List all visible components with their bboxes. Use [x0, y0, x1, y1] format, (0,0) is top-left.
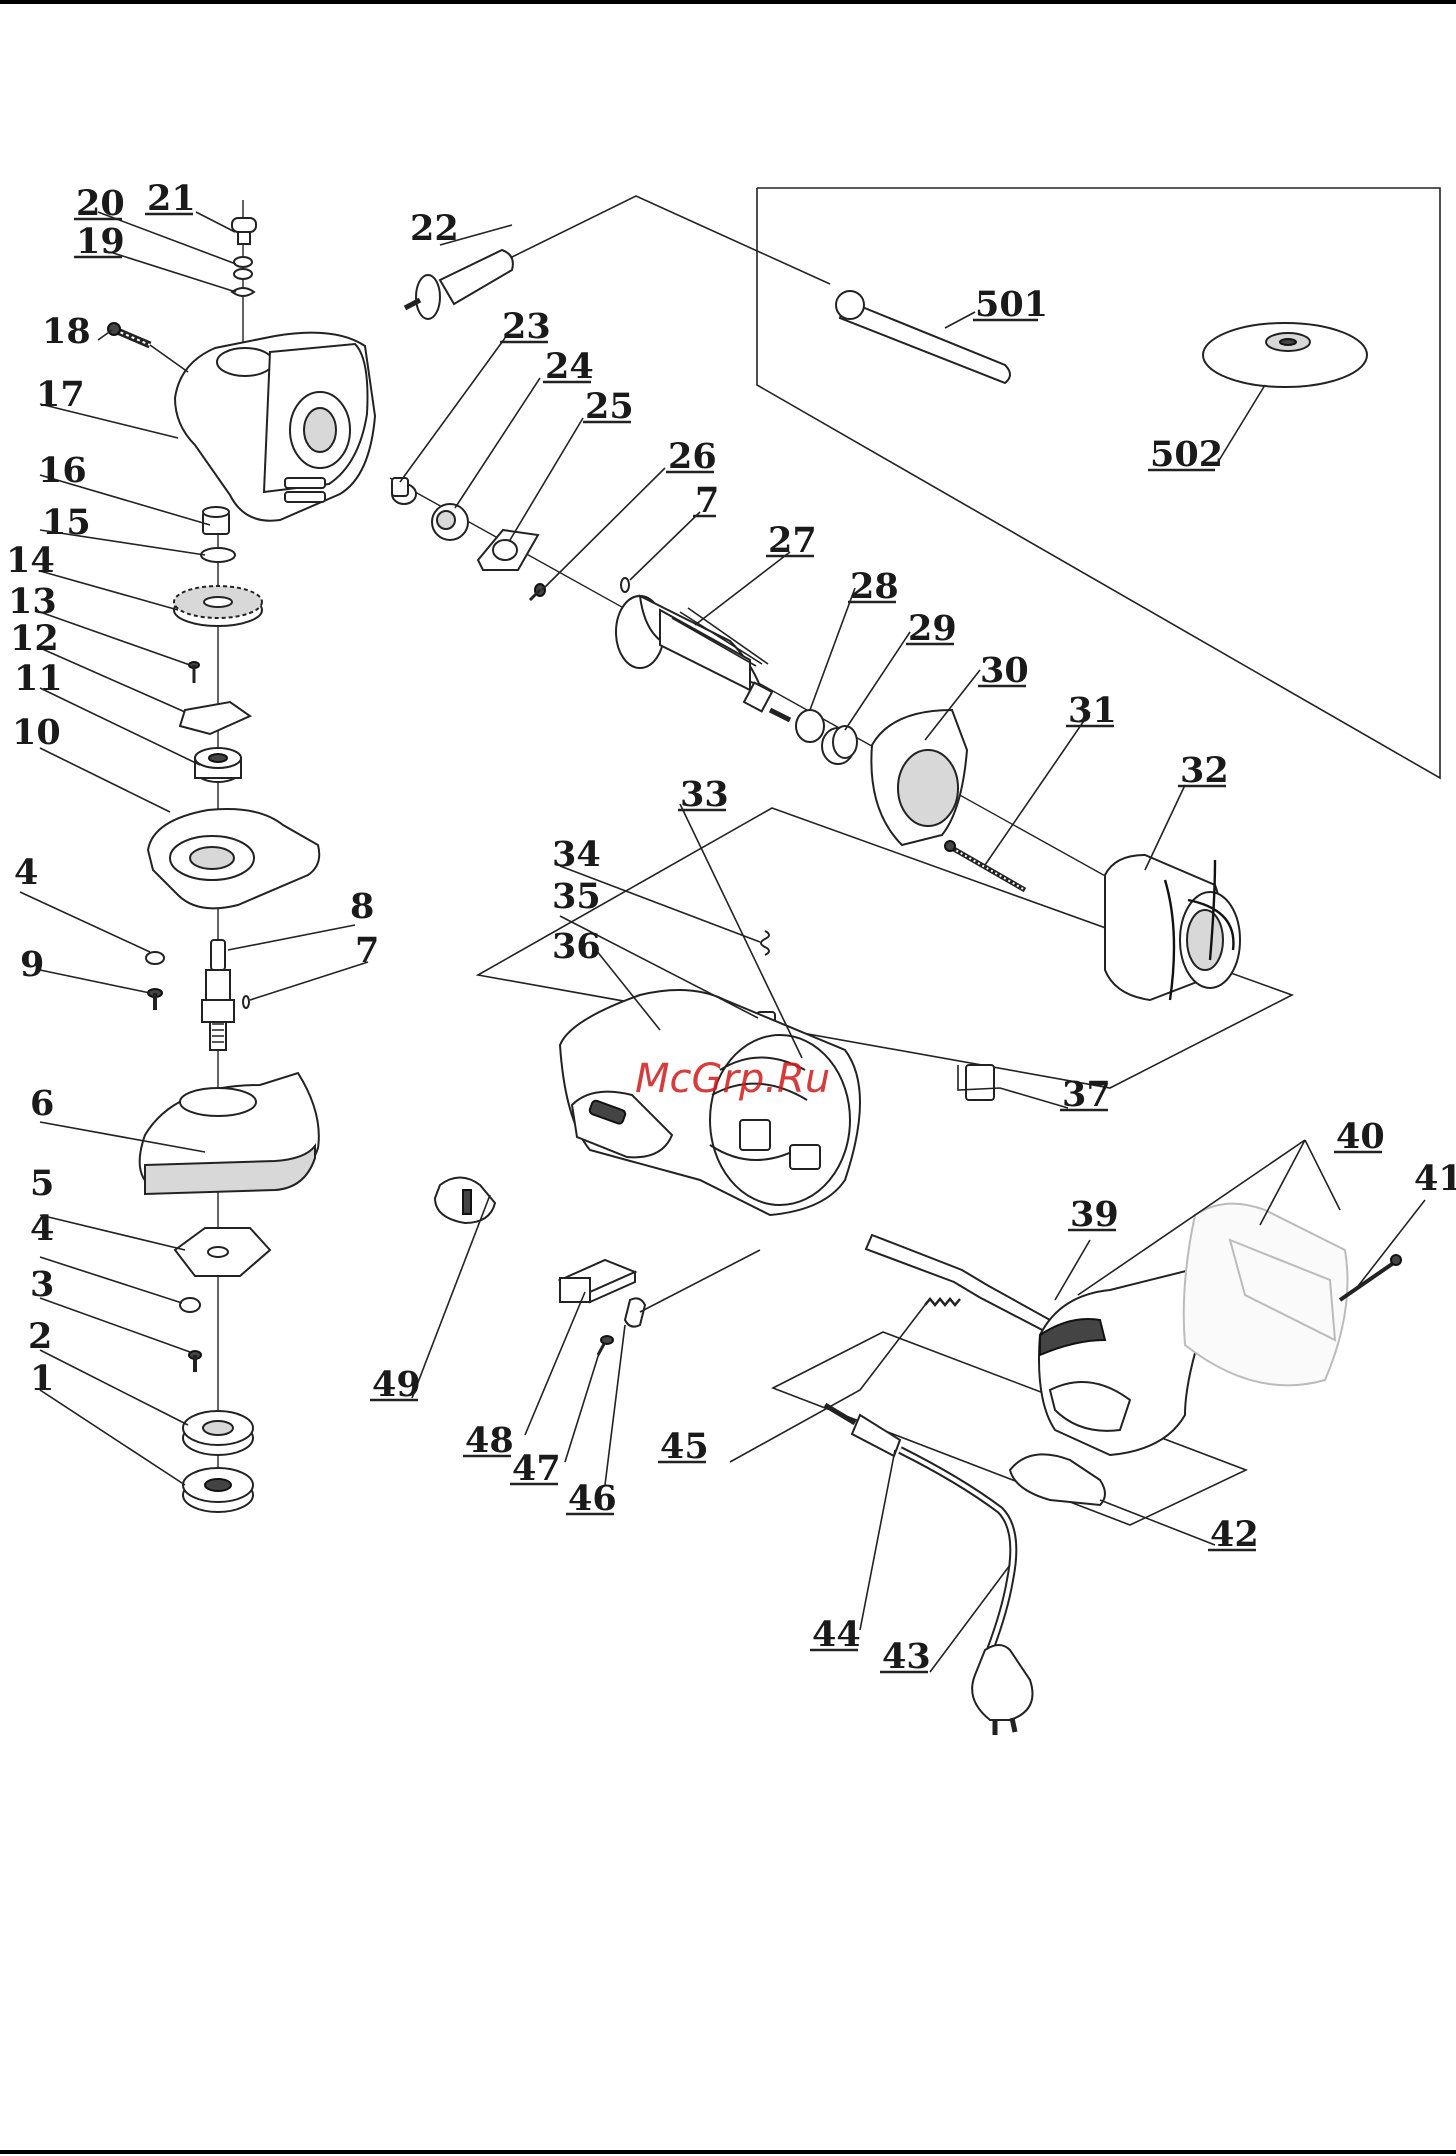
part-46-cord-clamp: [625, 1298, 645, 1326]
accessory-lead: [512, 196, 830, 284]
part-29-bearing: [822, 726, 857, 764]
label-4-upper: 4: [14, 852, 38, 893]
part-1-flange-nut: [183, 1468, 253, 1512]
label-5: 5: [30, 1163, 54, 1204]
part-24-bearing: [432, 504, 468, 540]
part-27-armature: [616, 596, 790, 720]
part-9-screw: [148, 989, 162, 1010]
part-3-screw: [189, 1351, 201, 1372]
part-20-washer: [234, 257, 252, 267]
part-23-nut: [392, 478, 416, 504]
part-8-spindle: [202, 940, 234, 1050]
part-30-fan-baffle: [871, 710, 967, 845]
part-28-bearing: [796, 710, 824, 742]
part-22-side-handle: [405, 250, 513, 319]
part-6-wheel-guard: [140, 1073, 319, 1194]
label-12: 12: [10, 618, 59, 659]
label-7-lower: 7: [355, 930, 379, 971]
part-42-handle-cover: [1010, 1454, 1105, 1505]
label-2: 2: [28, 1316, 52, 1357]
label-11: 11: [14, 658, 63, 699]
label-10: 10: [12, 712, 61, 753]
part-40-rear-handle: [1039, 1270, 1205, 1455]
part-41-screw: [1340, 1255, 1401, 1300]
part-16-bushing: [203, 507, 229, 534]
part-48-switch: [560, 1260, 635, 1302]
label-4-lower: 4: [30, 1208, 54, 1249]
label-22: 22: [410, 208, 459, 249]
part-18-screw: [108, 323, 150, 345]
label-18: 18: [42, 311, 91, 352]
label-9: 9: [20, 944, 44, 985]
part-49-lock-button: [435, 1178, 495, 1224]
part-31-long-screw: [945, 841, 1025, 890]
part-2-inner-flange: [183, 1411, 253, 1455]
label-35: 35: [552, 876, 601, 917]
label-34: 34: [552, 834, 601, 875]
label-41: 41: [1414, 1158, 1456, 1199]
part-502-grinding-disc: [1203, 323, 1367, 387]
label-15: 15: [42, 502, 91, 543]
part-15-circlip: [201, 548, 235, 562]
part-25-plate: [478, 530, 538, 570]
part-37-carbon-brush: [966, 1065, 994, 1100]
part-4-washer-lower: [180, 1298, 200, 1312]
label-13: 13: [8, 581, 57, 622]
label-36: 36: [552, 926, 601, 967]
part-20-washer-b: [234, 269, 252, 279]
label-8: 8: [350, 886, 374, 927]
part-47-screw: [598, 1336, 613, 1355]
part-5-flange: [175, 1228, 270, 1276]
part-14-bevel-gear: [174, 586, 262, 626]
part-17-gear-housing: [175, 333, 375, 521]
part-11-bearing: [195, 748, 241, 782]
part-21-knob: [232, 218, 256, 244]
part-7-key-upper: [621, 578, 629, 592]
part-12-bearing-plate: [180, 702, 250, 734]
label-3: 3: [30, 1264, 54, 1305]
part-4-washer-upper: [146, 952, 164, 964]
label-1: 1: [30, 1358, 54, 1399]
watermark: McGrp.Ru: [635, 1056, 830, 1102]
part-26-screw: [530, 584, 545, 600]
part-7-key-lower: [243, 996, 249, 1008]
part-36-motor-housing: [560, 990, 860, 1215]
part-43-power-cord: [900, 1450, 1033, 1735]
label-16: 16: [38, 450, 87, 491]
part-45-spring: [925, 1299, 960, 1305]
part-10-bearing-cover: [148, 809, 319, 908]
label-14: 14: [6, 540, 55, 581]
part-32-stator: [1105, 855, 1240, 1000]
part-44-cord-guard: [825, 1405, 900, 1456]
label-6: 6: [30, 1083, 54, 1124]
part-40-rear-handle-half: [1184, 1204, 1348, 1386]
label-17: 17: [36, 374, 85, 415]
part-13-screw: [189, 662, 199, 683]
part-34-brush-spring: [761, 931, 769, 955]
